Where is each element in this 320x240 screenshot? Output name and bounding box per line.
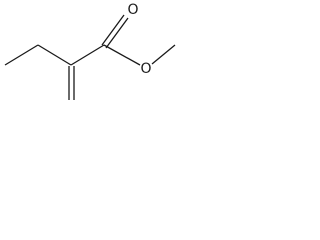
ester-oxygen-label: O <box>140 61 151 77</box>
bond-ethyl-ch3-ch2 <box>4 44 39 66</box>
bond-c1-ester-o <box>103 44 141 66</box>
bond-carbonyl-a <box>101 14 125 46</box>
bond-carbonyl-b <box>105 17 129 49</box>
bond-ester-o-ch3 <box>151 44 176 65</box>
bond-lines <box>4 14 176 100</box>
bond-c2-c1 <box>70 44 105 66</box>
structure-diagram: O O <box>4 2 176 100</box>
carbonyl-oxygen-label: O <box>127 2 138 18</box>
bond-ethyl-ch2-c2 <box>37 44 72 66</box>
